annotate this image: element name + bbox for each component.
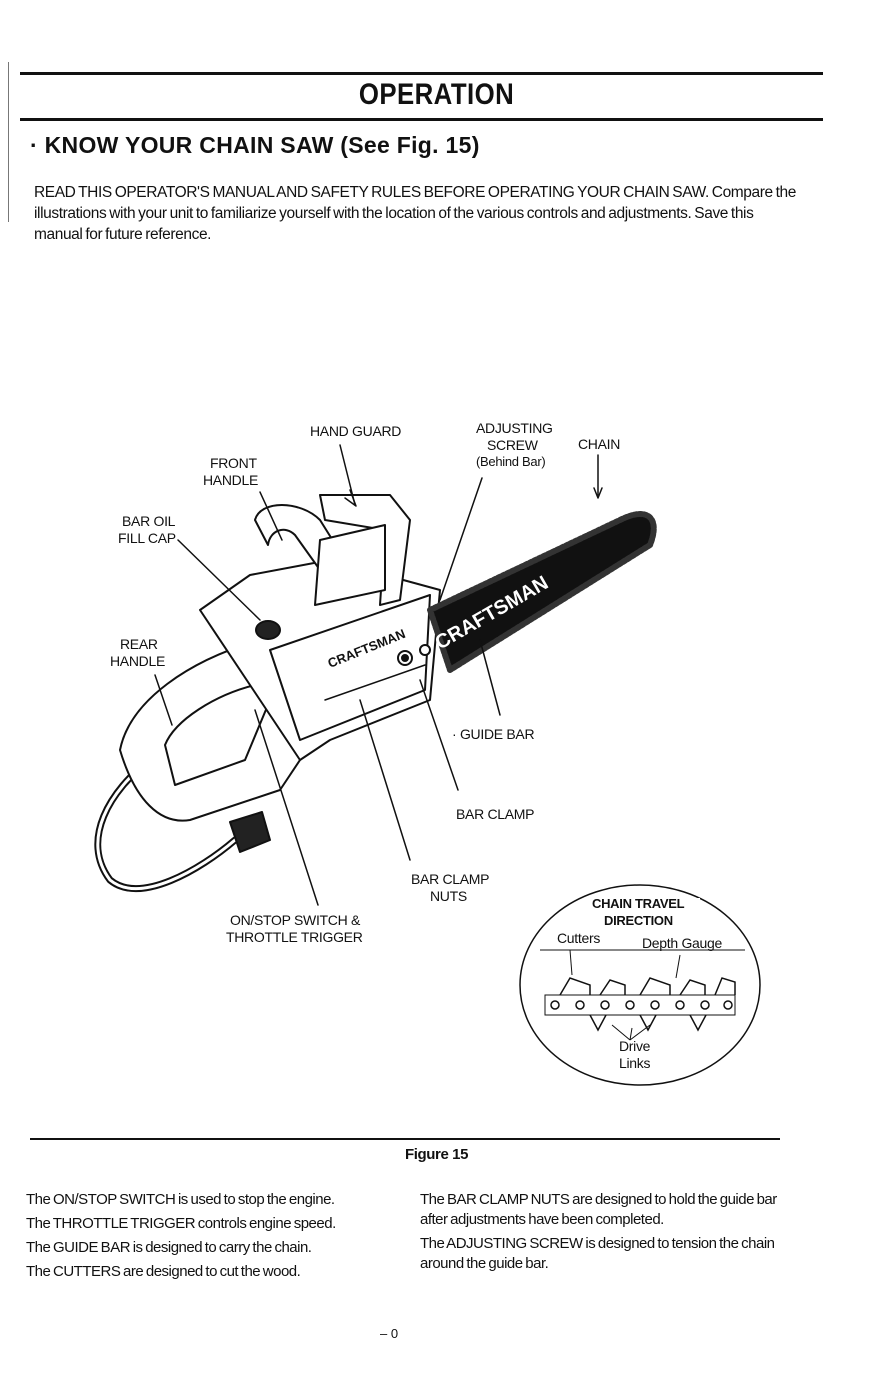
figure-caption: Figure 15 <box>404 1146 469 1163</box>
chain-cutters <box>559 977 736 996</box>
label-bar-clamp-nuts-2: NUTS <box>430 888 467 904</box>
description-left-column: The ON/STOP SWITCH is used to stop the e… <box>26 1188 416 1284</box>
inset-cutters: Cutters <box>557 930 601 946</box>
section-heading: · KNOW YOUR CHAIN SAW (See Fig. 15) <box>30 132 480 158</box>
inset-drive-1: Drive <box>619 1038 651 1054</box>
inset-depth-gauge: Depth Gauge <box>642 935 722 951</box>
drive-link-teeth <box>589 1014 707 1032</box>
label-hand-guard: HAND GUARD <box>310 423 402 439</box>
label-front-handle-2: HANDLE <box>203 472 258 488</box>
leader-guide-bar <box>479 639 501 716</box>
label-rear-handle-2: HANDLE <box>110 653 165 669</box>
description-right-column: The BAR CLAMP NUTS are designed to hold … <box>420 1188 860 1276</box>
label-switch-2: THROTTLE TRIGGER <box>226 929 363 945</box>
label-adjusting-screw-1: ADJUSTING <box>476 420 553 436</box>
description-line: The CUTTERS are designed to cut the wood… <box>26 1263 301 1280</box>
leader-cutters <box>569 949 573 976</box>
label-adjusting-screw-3: (Behind Bar) <box>476 454 546 469</box>
description-line: around the guide bar. <box>420 1255 549 1272</box>
leader-adjusting-screw <box>439 477 483 601</box>
label-bar-oil-2: FILL CAP <box>118 530 176 546</box>
label-guide-bar: · GUIDE BAR <box>452 726 535 742</box>
top-rule <box>20 72 823 75</box>
oil-cap <box>255 620 281 640</box>
hand-guard-shape <box>319 494 411 606</box>
inset-title-mask <box>590 898 700 934</box>
leader-bar-clamp-nuts <box>359 699 411 861</box>
label-bar-oil-1: BAR OIL <box>122 513 176 529</box>
figure-rule <box>30 1138 780 1140</box>
page-title: OPERATION <box>358 78 515 111</box>
label-bar-clamp: BAR CLAMP <box>456 806 535 822</box>
description-line: after adjustments have been completed. <box>420 1211 664 1228</box>
title-underline <box>20 118 823 121</box>
intro-paragraph: READ THIS OPERATOR'S MANUAL AND SAFETY R… <box>34 184 796 243</box>
description-line: The BAR CLAMP NUTS are designed to hold … <box>420 1191 777 1208</box>
leader-bar-oil <box>177 539 261 621</box>
chain-inset-circle <box>519 884 761 1086</box>
leader-rear-handle <box>154 674 173 726</box>
label-adjusting-screw-2: SCREW <box>487 437 538 453</box>
label-bar-clamp-nuts-1: BAR CLAMP <box>411 871 490 887</box>
chain-rivets <box>550 1000 733 1010</box>
inset-drive-2: Links <box>619 1055 651 1071</box>
description-line: The ADJUSTING SCREW is designed to tensi… <box>420 1235 775 1252</box>
leader-front-handle <box>259 491 283 541</box>
label-chain: CHAIN <box>578 436 621 452</box>
chain-links <box>544 994 736 1016</box>
description-line: The ON/STOP SWITCH is used to stop the e… <box>26 1191 335 1208</box>
cord-plug <box>229 811 271 853</box>
leader-switch <box>254 709 319 906</box>
page-number: – 0 <box>380 1326 399 1341</box>
label-switch-1: ON/STOP SWITCH & <box>230 912 361 928</box>
label-front-handle-1: FRONT <box>210 455 257 471</box>
inset-title-2: DIRECTION <box>604 913 673 928</box>
description-line: The GUIDE BAR is designed to carry the c… <box>26 1239 312 1256</box>
leader-depth-gauge <box>675 954 681 979</box>
inset-title-1: CHAIN TRAVEL <box>592 896 685 911</box>
description-line: The THROTTLE TRIGGER controls engine spe… <box>26 1215 336 1232</box>
label-rear-handle-1: REAR <box>120 636 158 652</box>
leader-bar-clamp <box>419 679 459 791</box>
left-margin-line <box>8 62 9 222</box>
leader-drive-links <box>611 1024 651 1041</box>
